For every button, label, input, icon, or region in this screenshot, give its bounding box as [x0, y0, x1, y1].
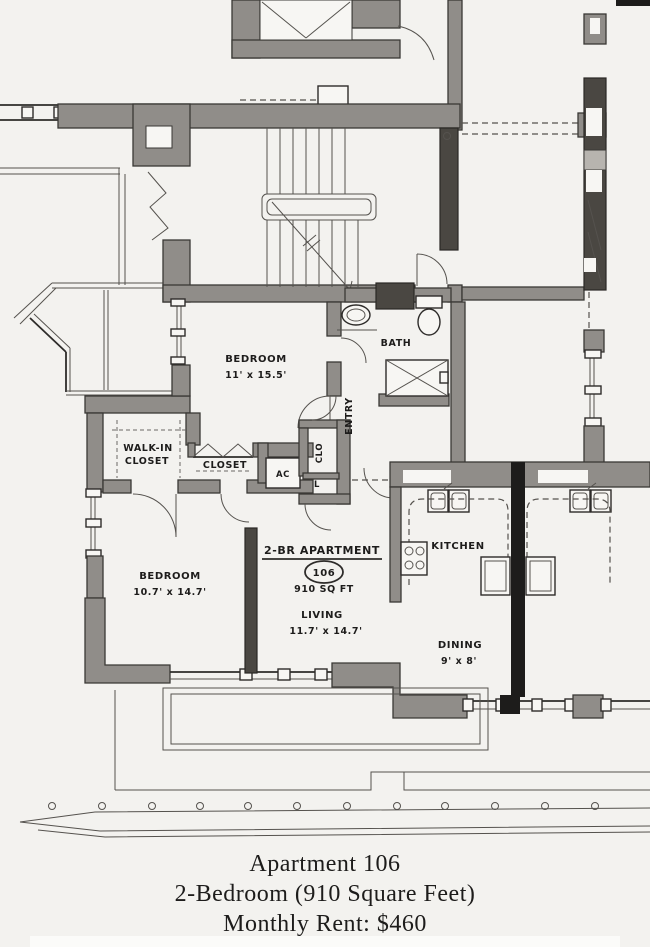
scan-edge-strip	[30, 936, 620, 947]
door-swing	[340, 337, 367, 364]
walkway-top-left	[0, 104, 133, 285]
entry-label: ENTRY	[344, 397, 355, 435]
door-swing	[132, 493, 177, 538]
door-swing	[363, 467, 393, 499]
unit-name: 2-BR APARTMENT	[264, 544, 380, 557]
unit-title-block: 2-BR APARTMENT 106 910 SQ FT	[262, 544, 382, 595]
walkin-closet-label-1: WALK-IN	[123, 443, 173, 454]
bollard-row	[48, 802, 599, 810]
closet-label: CLOSET	[203, 460, 247, 471]
bath-sink	[341, 304, 371, 326]
east-wall	[461, 13, 607, 469]
kitchen-sink	[448, 489, 470, 513]
south-step-wall	[331, 662, 468, 719]
linen-label: L	[314, 480, 320, 490]
kitchen-sink	[569, 489, 591, 513]
bath-fixtures	[337, 295, 449, 397]
toilet	[417, 308, 441, 336]
kitchen-area	[389, 461, 650, 697]
bedroom1-dims: 11' x 15.5'	[225, 370, 287, 381]
sw-corner-wall	[84, 597, 171, 684]
ac-label: AC	[276, 470, 290, 480]
unit-number: 106	[313, 568, 336, 579]
room-labels: BEDROOM 11' x 15.5' BATH ENTRY WALK-IN C…	[123, 338, 484, 667]
unit-number-circle	[304, 560, 344, 584]
door-swing	[220, 493, 250, 523]
bedroom1-label: BEDROOM	[225, 354, 287, 365]
stair-rail	[261, 193, 377, 221]
unit-area: 910 SQ FT	[294, 584, 354, 595]
caption-line-2: 2-Bedroom (910 Square Feet)	[174, 881, 476, 907]
clo-label: CLO	[315, 443, 325, 463]
refrigerator	[525, 556, 556, 596]
counter-outline	[526, 498, 611, 585]
stove	[400, 541, 428, 576]
party-wall	[511, 462, 525, 697]
kitchen-sink	[427, 489, 449, 513]
bay-window	[13, 282, 176, 396]
dining-dims: 9' x 8'	[441, 656, 477, 667]
terrace	[19, 687, 650, 838]
toilet-tank	[415, 295, 443, 309]
door-swing	[311, 395, 337, 421]
sidewalk	[19, 807, 650, 823]
walkin-closet-label-2: CLOSET	[125, 456, 169, 467]
interior-walls	[102, 282, 466, 674]
stair-treads	[266, 128, 359, 287]
caption-line-1: Apartment 106	[249, 851, 401, 877]
dining-label: DINING	[438, 640, 482, 651]
window-mullion	[21, 106, 34, 119]
living-label: LIVING	[301, 610, 343, 621]
door-swing	[304, 503, 332, 531]
refrigerator	[480, 556, 511, 596]
counter-outline	[408, 498, 509, 585]
bifold-door	[222, 443, 254, 458]
bath-label: BATH	[381, 338, 412, 349]
caption-line-3: Monthly Rent: $460	[223, 911, 427, 937]
door-swing	[416, 253, 448, 285]
terrace-outline	[162, 687, 489, 751]
kitchen-label: KITCHEN	[431, 541, 484, 552]
caption: Apartment 106 2-Bedroom (910 Square Feet…	[0, 849, 650, 939]
unit-walls	[84, 298, 650, 719]
door-swing	[397, 25, 435, 61]
elevator-cab	[259, 0, 353, 41]
kitchen-sink	[590, 489, 612, 513]
bifold-door	[192, 443, 224, 458]
bedroom2-label: BEDROOM	[139, 571, 201, 582]
living-dims: 11.7' x 14.7'	[289, 626, 362, 637]
double-door	[147, 171, 169, 241]
bedroom2-dims: 10.7' x 14.7'	[133, 587, 206, 598]
